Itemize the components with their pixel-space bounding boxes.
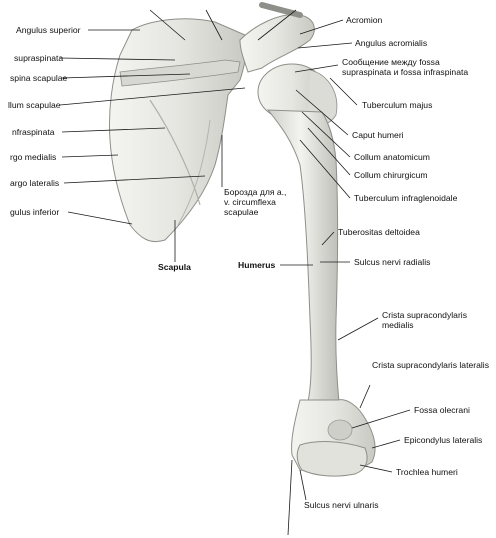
acromion-shape bbox=[240, 15, 314, 72]
label-trochlea-humeri: Trochlea humeri bbox=[396, 467, 458, 477]
label-infraspinata: nfraspinata bbox=[12, 127, 55, 137]
label-humerus: Humerus bbox=[238, 260, 275, 270]
label-crista-supracondylaris-lateralis: Crista supracondylaris lateralis bbox=[372, 360, 494, 370]
label-epicondylus-lateralis: Epicondylus lateralis bbox=[404, 435, 482, 445]
label-collum-chirurgicum: Collum chirurgicum bbox=[354, 170, 428, 180]
label-margo-lateralis: argo lateralis bbox=[10, 178, 59, 188]
label-acromion: Acromion bbox=[346, 15, 382, 25]
label-crista-supracondylaris-medialis: Crista supracondylaris medialis bbox=[382, 310, 482, 330]
label-angulus-inferior: gulus inferior bbox=[10, 207, 59, 217]
fossa-olecrani-shape bbox=[328, 420, 352, 440]
label-sulcus-nervi-radialis: Sulcus nervi radialis bbox=[354, 257, 430, 267]
label-fossa-olecrani: Fossa olecrani bbox=[414, 405, 470, 415]
label-angulus-acromialis: Angulus acromialis bbox=[355, 38, 427, 48]
label-tuberositas-deltoidea: Tuberositas deltoidea bbox=[338, 227, 420, 237]
label-scapula: Scapula bbox=[158, 262, 191, 272]
label-supraspinata: supraspinata bbox=[14, 53, 63, 63]
label-angulus-superior: Angulus superior bbox=[16, 25, 81, 35]
humerus-shaft bbox=[268, 110, 340, 415]
label-collum-anatomicum: Collum anatomicum bbox=[354, 152, 430, 162]
label-tuberculum-infraglenoidale: Tuberculum infraglenoidale bbox=[354, 193, 457, 203]
label-spina-scapulae: spina scapulae bbox=[10, 73, 67, 83]
label-borozda: Борозда для а., v. circumflexa scapulae bbox=[224, 187, 294, 217]
label-collum-scapulae: llum scapulae bbox=[8, 100, 61, 110]
label-sulcus-nervi-ulnaris: Sulcus nervi ulnaris bbox=[304, 500, 379, 510]
label-margo-medialis: rgo medialis bbox=[10, 152, 56, 162]
label-tuberculum-majus: Tuberculum majus bbox=[362, 100, 432, 110]
label-caput-humeri: Caput humeri bbox=[352, 130, 404, 140]
trochlea-shape bbox=[297, 442, 367, 477]
label-soobshchenie: Сообщение между fossa supraspinata и fos… bbox=[342, 57, 487, 77]
